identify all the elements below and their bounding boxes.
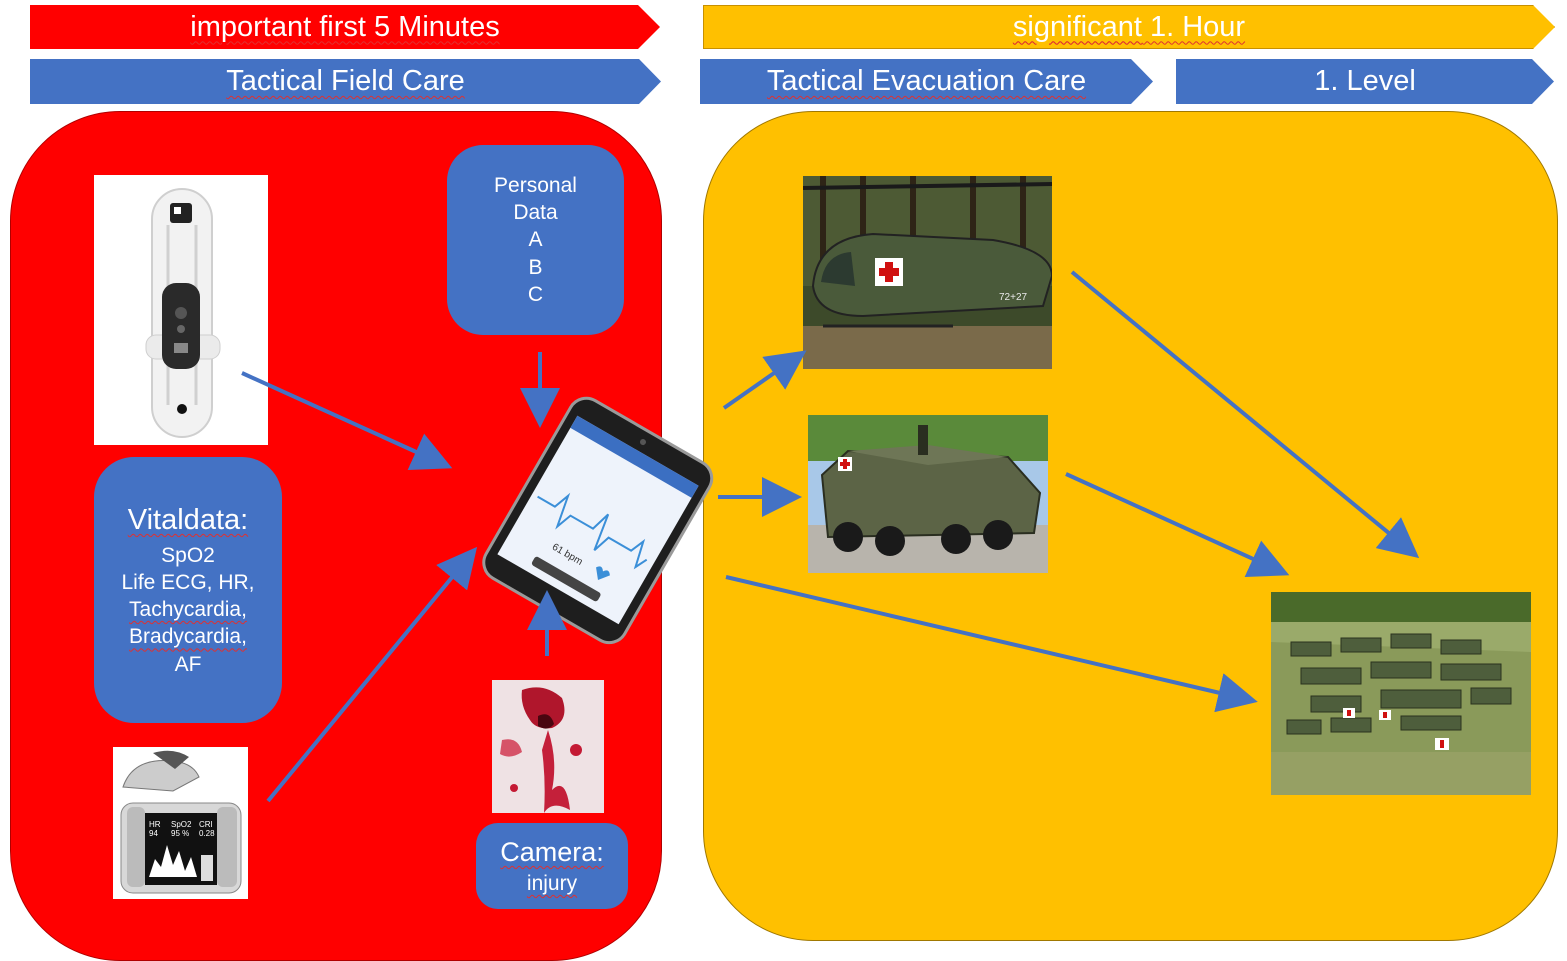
smartphone-image: 61 bpm <box>462 396 734 645</box>
stage-evac-care-label: Tactical Evacuation Care <box>766 65 1087 97</box>
phase-first-minutes-label: important first 5 Minutes <box>190 10 500 43</box>
medevac-helicopter-image: 72+27 <box>803 176 1052 369</box>
stage-banner-level: 1. Level <box>1176 59 1554 104</box>
vitaldata-line-ecg: Life ECG, HR, <box>121 570 255 594</box>
camera-heading: Camera: <box>500 836 604 867</box>
stage-banner-evac-care: Tactical Evacuation Care <box>700 59 1153 104</box>
phase-first-hour-word: significant <box>1012 10 1142 43</box>
pulse-oximeter-image: HR 94 SpO2 95 % CRI 0.28 <box>113 747 248 899</box>
vitaldata-line-tachycardia: Tachycardia, <box>129 598 247 622</box>
personal-data-box: Personal Data A B C <box>447 145 624 335</box>
vitaldata-line-af: AF <box>174 652 202 676</box>
oximeter-cri-label: CRI <box>199 820 213 829</box>
stage-level-label: 1. Level <box>1314 65 1416 97</box>
injury-photo <box>492 680 604 813</box>
camera-label: injury <box>526 871 578 895</box>
vitaldata-line-bradycardia: Bradycardia, <box>129 625 247 649</box>
phase-first-hour-label: significant 1. Hour <box>1013 11 1245 44</box>
vitaldata-box: Vitaldata: SpO2 Life ECG, HR, Tachycardi… <box>94 457 282 723</box>
vitaldata-heading: Vitaldata: <box>127 503 249 536</box>
personal-data-line-b: B <box>528 255 543 279</box>
camera-box: Camera: injury <box>476 823 628 909</box>
helicopter-tail-number: 72+27 <box>999 292 1028 303</box>
personal-data-line-1: Personal <box>494 173 577 197</box>
personal-data-line-c: C <box>527 282 544 306</box>
personal-data-line-a: A <box>528 228 543 252</box>
oximeter-spo2-value: 95 % <box>171 829 189 838</box>
personal-data-line-2: Data <box>513 201 558 225</box>
ecg-patch-sensor-image <box>94 175 268 445</box>
phase-banner-first-hour: significant 1. Hour <box>703 5 1555 49</box>
oximeter-hr-label: HR <box>149 820 161 829</box>
oximeter-cri-value: 0.28 <box>199 829 215 838</box>
phase-first-hour-rest: 1. Hour <box>1141 10 1246 43</box>
oximeter-spo2-label: SpO2 <box>171 820 192 829</box>
vitaldata-line-spo2: SpO2 <box>161 543 215 567</box>
oximeter-hr-value: 94 <box>149 829 158 838</box>
phase-banner-first-minutes: important first 5 Minutes <box>30 5 660 49</box>
stage-banner-field-care: Tactical Field Care <box>30 59 661 104</box>
armoured-ambulance-image <box>808 415 1048 573</box>
field-hospital-image <box>1271 592 1531 795</box>
stage-field-care-label: Tactical Field Care <box>226 65 465 97</box>
